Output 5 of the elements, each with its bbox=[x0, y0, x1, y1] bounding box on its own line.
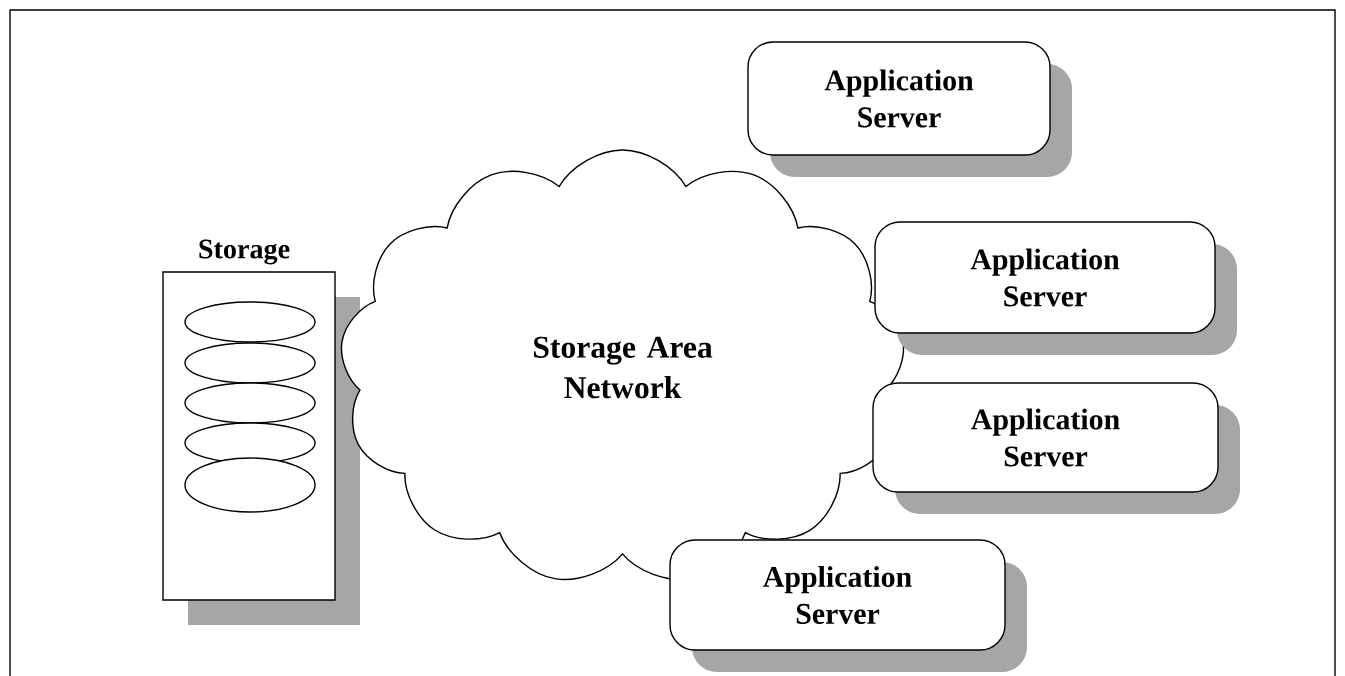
server-box: Application Server bbox=[669, 539, 1027, 672]
server-box: Application Server bbox=[872, 382, 1240, 514]
server-box: Application Server bbox=[747, 41, 1072, 177]
box-heading: Storage bbox=[199, 239, 290, 265]
server-box: Application Server bbox=[874, 221, 1237, 355]
